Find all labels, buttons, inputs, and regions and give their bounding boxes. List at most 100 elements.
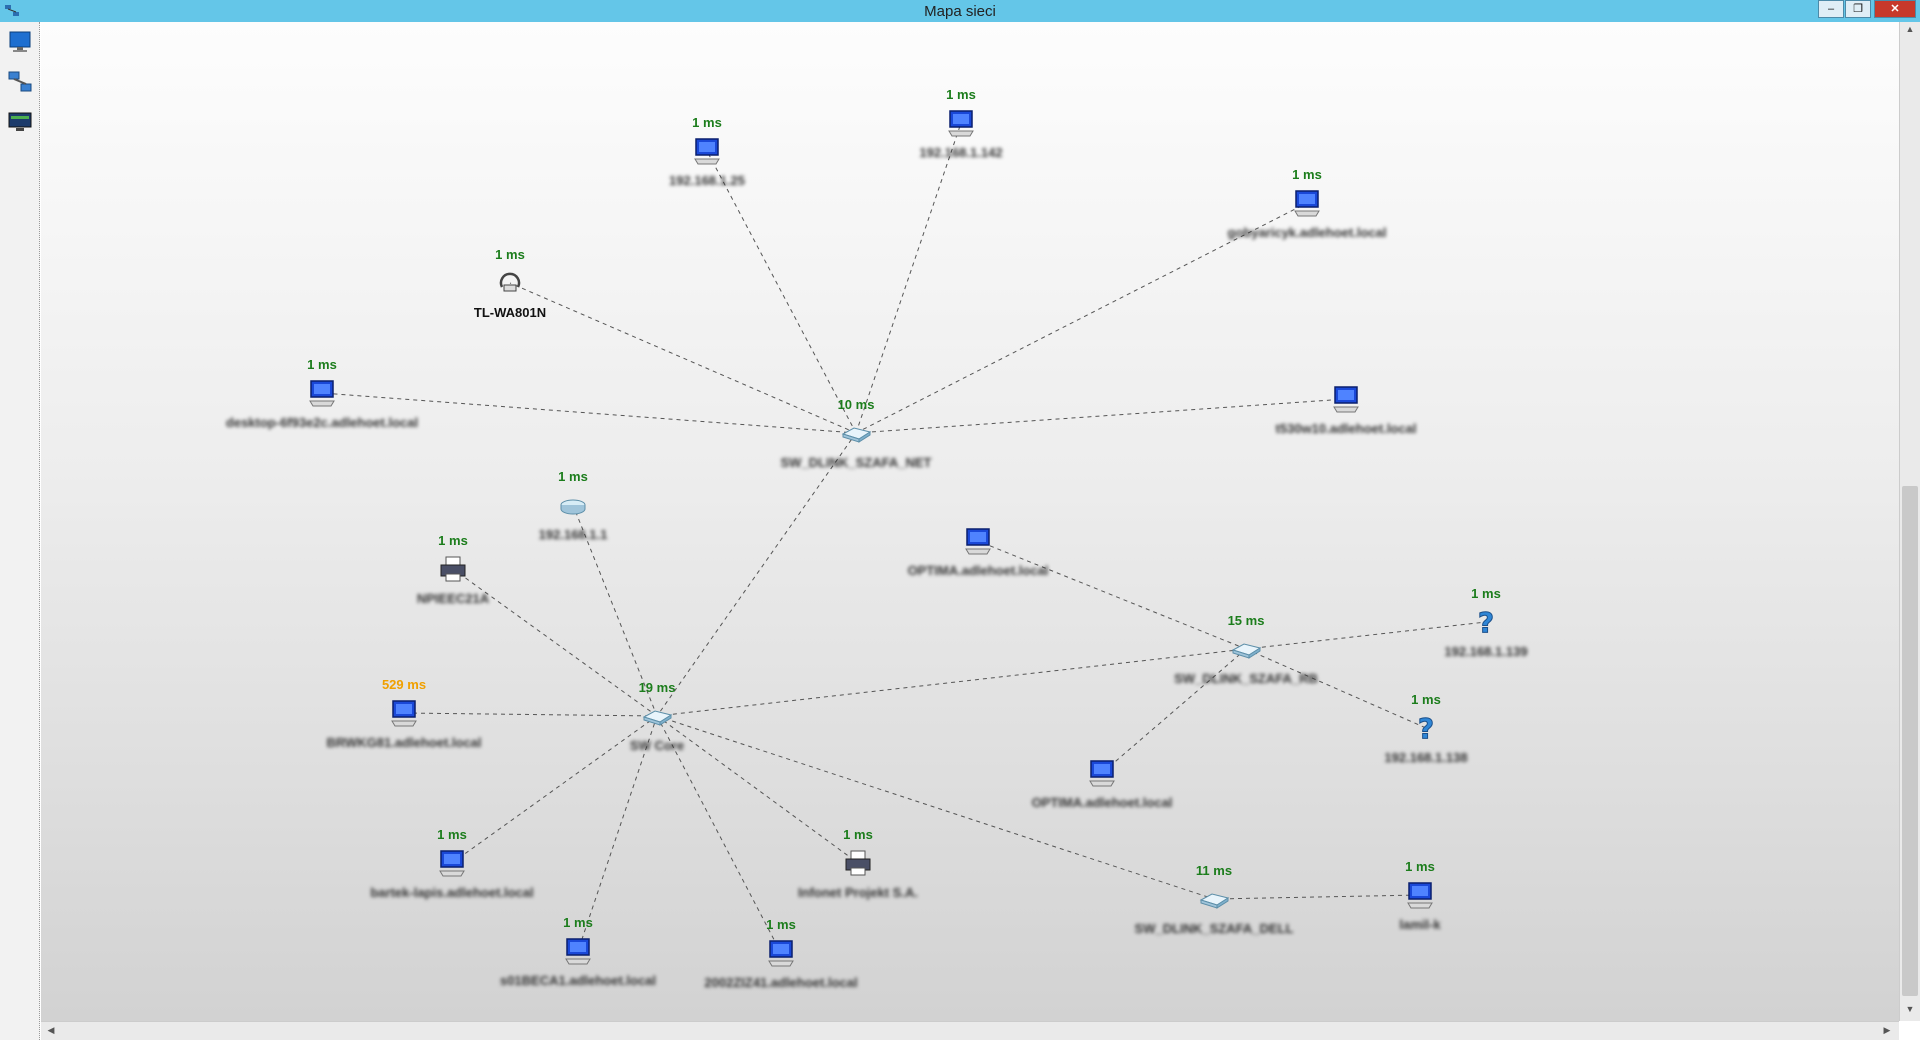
close-button[interactable]: ✕: [1874, 0, 1916, 18]
network-link: [451, 715, 658, 864]
network-map-app-icon: [5, 5, 19, 16]
latency-label: 1 ms: [438, 533, 468, 548]
network-link: [656, 648, 1247, 717]
node-label: 192.168.1.139: [1444, 644, 1528, 659]
restore-button[interactable]: ❐: [1845, 0, 1871, 18]
monitor-icon[interactable]: [6, 28, 34, 56]
node-label: 192.168.1.25: [669, 173, 745, 188]
computer-icon[interactable]: [691, 135, 723, 167]
computer-icon[interactable]: [436, 847, 468, 879]
latency-label: 1 ms: [495, 247, 525, 262]
latency-label: 1 ms: [1292, 167, 1322, 182]
network-map-canvas[interactable]: 10 ms SW_DLINK_SZAFA_NET 19 ms SW Core 15 ms…: [41, 22, 1899, 1021]
network-link: [1245, 621, 1487, 650]
horizontal-scrollbar[interactable]: ◀ ▶: [41, 1021, 1899, 1040]
computer-icon[interactable]: [1404, 879, 1436, 911]
latency-label: 1 ms: [558, 469, 588, 484]
computer-icon[interactable]: [1330, 383, 1362, 415]
left-toolbar: [0, 22, 40, 1040]
network-links: [321, 122, 1487, 954]
switch-icon[interactable]: [1230, 633, 1262, 665]
network-link: [509, 282, 857, 434]
node-label: gobyaricyk.adlehoet.local: [1227, 225, 1387, 240]
network-link: [572, 504, 658, 717]
switch-icon[interactable]: [641, 700, 673, 732]
svg-text:?: ?: [1478, 606, 1494, 638]
computer-icon[interactable]: [945, 107, 977, 139]
latency-label: 1 ms: [1471, 586, 1501, 601]
latency-label: 1 ms: [766, 917, 796, 932]
node-label: SW_DLINK_SZAFA_RB: [1174, 671, 1318, 686]
latency-label: 1 ms: [437, 827, 467, 842]
node-label: NPIEEC21A: [416, 591, 490, 606]
computer-icon[interactable]: [765, 937, 797, 969]
latency-label: 1 ms: [307, 357, 337, 372]
latency-label: 1 ms: [1411, 692, 1441, 707]
network-link: [577, 715, 658, 952]
computer-icon[interactable]: [562, 935, 594, 967]
latency-label: 15 ms: [1227, 613, 1265, 628]
node-label: TL-WA801N: [473, 305, 547, 320]
scroll-up-arrow-icon[interactable]: ▲: [1905, 24, 1915, 34]
latency-label: 529 ms: [381, 677, 427, 692]
unknown-icon[interactable]: ?: [1470, 606, 1502, 640]
network-icon[interactable]: [6, 68, 34, 96]
router-icon[interactable]: [557, 489, 589, 521]
node-label: SW_DLINK_SZAFA_NET: [780, 455, 932, 470]
node-label: desktop-6f93e2c.adlehoet.local: [225, 415, 419, 430]
node-label: s01BECA1.adlehoet.local: [499, 973, 657, 988]
network-link: [321, 392, 857, 434]
minimize-button[interactable]: –: [1818, 0, 1844, 18]
scroll-down-arrow-icon[interactable]: ▼: [1905, 1004, 1915, 1014]
node-label: bartek-lapis.adlehoet.local: [370, 885, 534, 900]
network-link: [1245, 648, 1427, 729]
node-label: BRWKG81.adlehoet.local: [326, 735, 482, 750]
node-label: 2002ZIZ41.adlehoet.local: [704, 975, 858, 990]
network-link: [403, 712, 658, 717]
latency-label: 10 ms: [837, 397, 875, 412]
window-title: Mapa sieci: [924, 3, 996, 20]
vertical-scroll-thumb[interactable]: [1902, 486, 1918, 996]
network-link: [452, 568, 658, 717]
latency-label: 1 ms: [563, 915, 593, 930]
node-label: 192.168.1.142: [919, 145, 1003, 160]
node-label: Infonet Projekt S.A.: [798, 885, 918, 900]
vertical-scrollbar[interactable]: ▲ ▼: [1899, 22, 1920, 1021]
display-icon[interactable]: [6, 108, 34, 136]
network-link: [1213, 894, 1421, 900]
node-label: SW_DLINK_SZAFA_DELL: [1134, 921, 1294, 936]
latency-label: 1 ms: [692, 115, 722, 130]
switch-icon[interactable]: [840, 417, 872, 449]
computer-icon[interactable]: [388, 697, 420, 729]
latency-label: 1 ms: [1405, 859, 1435, 874]
node-label: OPTIMA.adlehoet.local: [1031, 795, 1173, 810]
printer-icon[interactable]: [437, 553, 469, 585]
computer-icon[interactable]: [962, 525, 994, 557]
node-label: lamil-k: [1399, 917, 1441, 932]
network-link: [656, 715, 859, 864]
computer-icon[interactable]: [1291, 187, 1323, 219]
latency-label: 1 ms: [843, 827, 873, 842]
node-label: SW Core: [629, 738, 685, 753]
network-link: [1101, 648, 1247, 774]
accesspoint-icon[interactable]: [494, 267, 526, 299]
latency-label: 1 ms: [946, 87, 976, 102]
node-label: 192.168.1.138: [1384, 750, 1468, 765]
computer-icon[interactable]: [306, 377, 338, 409]
latency-label: 19 ms: [638, 680, 676, 695]
computer-icon[interactable]: [1086, 757, 1118, 789]
node-label: 192.168.1.1: [538, 527, 608, 542]
unknown-icon[interactable]: ?: [1410, 712, 1442, 746]
switch-icon[interactable]: [1198, 883, 1230, 915]
network-link: [706, 150, 857, 434]
latency-label: 11 ms: [1195, 863, 1233, 878]
network-link: [656, 432, 857, 717]
svg-text:?: ?: [1418, 712, 1434, 744]
scroll-right-arrow-icon[interactable]: ▶: [1883, 1025, 1891, 1035]
printer-icon[interactable]: [842, 847, 874, 879]
network-link: [855, 398, 1347, 434]
network-link: [855, 122, 962, 434]
network-link: [977, 540, 1247, 650]
scroll-left-arrow-icon[interactable]: ◀: [47, 1025, 55, 1035]
node-label: t530w10.adlehoet.local: [1275, 421, 1417, 436]
